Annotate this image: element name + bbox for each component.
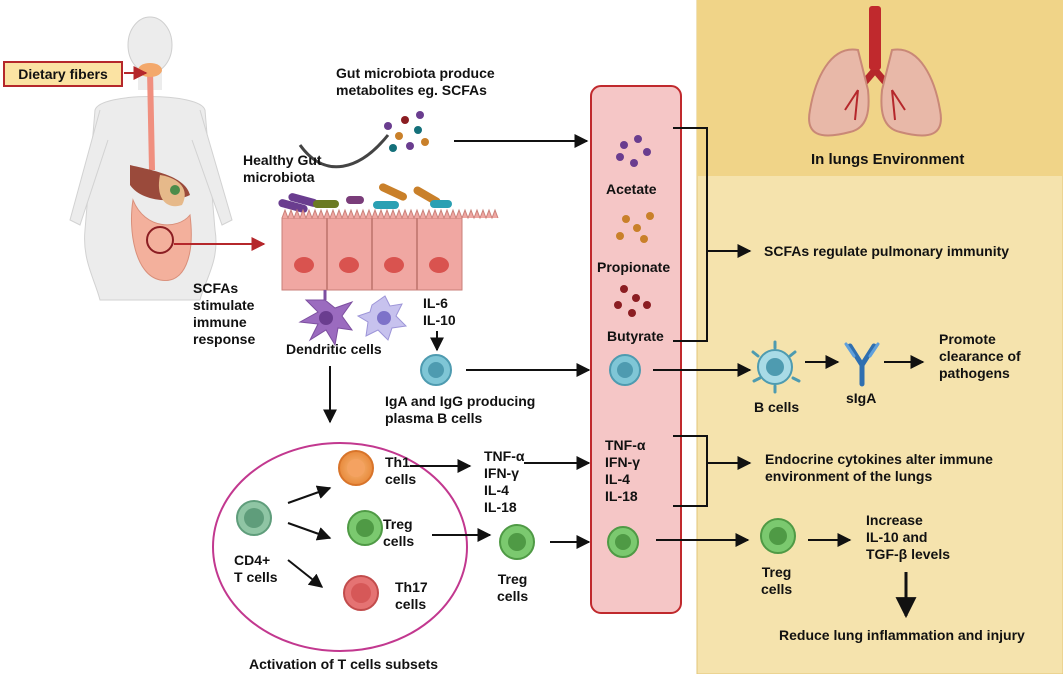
dendritic-cell-icon [298, 290, 354, 347]
butyrate-dots [614, 285, 651, 317]
lungs-environment-title: In lungs Environment [811, 151, 965, 168]
bracket-scfas [673, 127, 708, 342]
increase-label: Increase IL-10 and TGF-β levels [866, 512, 951, 562]
treg-cell-right [760, 518, 796, 554]
dietary-fibers-box: Dietary fibers [3, 61, 123, 87]
treg-cell-mid [499, 524, 535, 560]
cytokines-right-label: TNF-α IFN-γ IL-4 IL-18 [605, 437, 646, 504]
bracket-cytokines [673, 435, 708, 507]
dendritic-cells-label: Dendritic cells [286, 341, 382, 357]
macrophage-icon [356, 295, 408, 341]
healthy-gut-label: Healthy Gut microbiota [243, 152, 322, 185]
propionate-label: Propionate [597, 259, 671, 275]
human-body-digestive-icon [69, 16, 233, 301]
treg-cell-inner [347, 510, 383, 546]
cd4-t-cell [236, 500, 272, 536]
th17-cell [343, 575, 379, 611]
gut-bacteria [278, 183, 452, 213]
b-cell-icon [751, 340, 801, 394]
cytokines-left-label: TNF-α IFN-γ IL-4 IL-18 [484, 448, 525, 515]
central-column [590, 85, 682, 614]
th1-cells-label: Th1 cells [385, 454, 417, 487]
butyrate-label: Butyrate [607, 328, 664, 344]
lungs-icon [808, 6, 942, 137]
treg-inner-label: Treg cells [383, 516, 415, 549]
th1-cell [338, 450, 374, 486]
acetate-dots [616, 135, 651, 167]
arrow-cd4-to-th17 [287, 559, 324, 588]
propionate-dots [616, 212, 654, 243]
b-cells-label: B cells [754, 399, 800, 415]
cd4-t-cells-label: CD4+ T cells [234, 552, 278, 585]
il6-il10-label: IL-6 IL-10 [423, 295, 456, 328]
antibody-icon [844, 342, 880, 387]
acetate-label: Acetate [606, 181, 657, 197]
th17-cells-label: Th17 cells [395, 579, 428, 612]
intestinal-epithelium [281, 208, 499, 291]
scfas-stimulate-label: SCFAs stimulate immune response [193, 280, 256, 347]
siga-label: sIgA [846, 390, 877, 406]
column-treg-cell [607, 526, 639, 558]
treg-mid-label: Treg cells [497, 571, 529, 604]
reduce-inflammation-label: Reduce lung inflammation and injury [779, 627, 1025, 643]
microbe-icon [298, 111, 429, 169]
activation-label: Activation of T cells subsets [249, 656, 439, 672]
arrow-cd4-to-th1 [287, 485, 332, 504]
column-b-cell [609, 354, 641, 386]
endocrine-cytokines-label: Endocrine cytokines alter immune environ… [765, 451, 993, 484]
plasma-b-cell [420, 354, 452, 386]
gut-microbiota-produce-label: Gut microbiota produce metabolites eg. S… [336, 65, 495, 98]
promote-clearance-label: Promote clearance of pathogens [939, 331, 1021, 381]
arrow-cd4-to-treg [287, 522, 332, 541]
scfas-regulate-label: SCFAs regulate pulmonary immunity [764, 243, 1010, 259]
plasma-b-cells-label: IgA and IgG producing plasma B cells [385, 393, 536, 426]
t-cell-activation-ellipse [212, 442, 468, 652]
treg-right-label: Treg cells [761, 564, 793, 597]
